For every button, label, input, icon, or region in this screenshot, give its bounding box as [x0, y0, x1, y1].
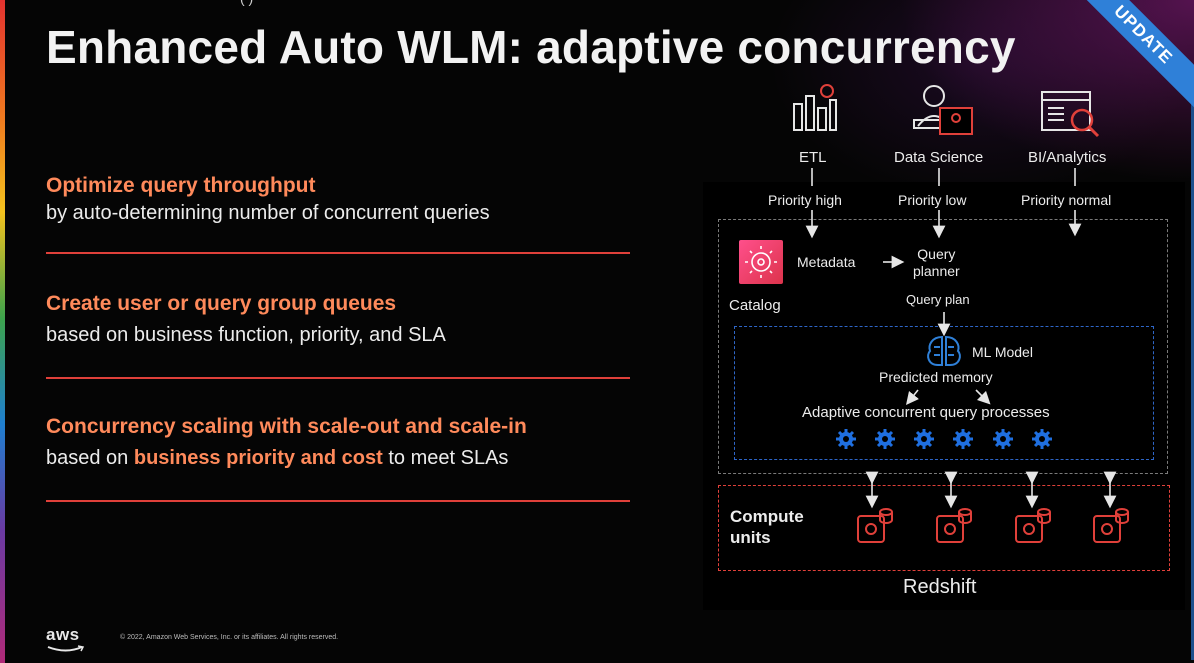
source-label-data-science: Data Science — [894, 149, 984, 166]
compute-unit-icon — [1093, 508, 1129, 543]
ml-model-label: ML Model — [972, 344, 1033, 360]
bullet-2-description: based on business function, priority, an… — [46, 324, 446, 346]
aws-smile-icon — [47, 645, 85, 652]
query-plan-label: Query plan — [906, 292, 970, 307]
source-label-etl: ETL — [799, 149, 827, 166]
copyright-text: © 2022, Amazon Web Services, Inc. or its… — [120, 634, 339, 641]
diagram-panel — [703, 182, 1185, 610]
left-color-stripe — [0, 0, 5, 663]
data-scientist-icon — [913, 85, 973, 135]
priority-label-data-science: Priority low — [898, 192, 967, 208]
compute-unit-icon — [1015, 508, 1051, 543]
bullet-1-description: by auto-determining number of concurrent… — [46, 202, 490, 224]
divider-2 — [46, 377, 630, 379]
compute-units-text: Compute units — [730, 507, 804, 547]
slide-title: Enhanced Auto WLM: adaptive concurrency — [46, 21, 1016, 73]
bullet-3-description: based on business priority and cost to m… — [46, 447, 508, 470]
catalog-label: Catalog — [729, 297, 781, 314]
catalog-box — [718, 219, 1168, 474]
process-gear-icon — [953, 429, 973, 449]
query-planner-label: Query planner — [913, 246, 960, 279]
predicted-memory-label: Predicted memory — [879, 369, 993, 385]
bullet-3-prefix: based on — [46, 447, 134, 469]
adaptive-processes-label: Adaptive concurrent query processes — [802, 404, 1050, 421]
compute-unit-icon — [936, 508, 972, 543]
divider-3 — [46, 500, 630, 502]
compute-units-label: Compute units — [730, 506, 804, 548]
bullet-3-highlight: business priority and cost — [133, 447, 383, 469]
process-gear-icon — [1032, 429, 1052, 449]
ml-model-brain-icon — [927, 335, 961, 366]
source-label-bi-analytics: BI/Analytics — [1028, 149, 1107, 166]
process-gear-icon — [836, 429, 856, 449]
process-gear-icon — [875, 429, 895, 449]
analytics-dashboard-icon — [1041, 91, 1100, 138]
right-edge-stripe — [1191, 100, 1194, 660]
metadata-icon — [739, 240, 783, 284]
process-gear-icon — [914, 429, 934, 449]
bullet-2-heading: Create user or query group queues — [46, 292, 397, 315]
process-gear-icon — [993, 429, 1013, 449]
compute-units-box — [718, 485, 1170, 571]
bullet-1-heading: Optimize query throughput — [46, 174, 316, 197]
metadata-label: Metadata — [797, 254, 856, 270]
bullet-3-heading: Concurrency scaling with scale-out and s… — [46, 415, 527, 438]
divider-1 — [46, 252, 630, 254]
compute-unit-icon — [857, 508, 893, 543]
bullet-3-suffix: to meet SLAs — [382, 447, 509, 469]
aws-logo: aws — [46, 625, 80, 644]
redshift-label: Redshift — [903, 576, 977, 598]
bar-chart-icon — [793, 84, 837, 131]
priority-label-etl: Priority high — [768, 192, 842, 208]
top-caption: ( ) — [240, 0, 253, 6]
priority-label-bi-analytics: Priority normal — [1021, 192, 1112, 208]
